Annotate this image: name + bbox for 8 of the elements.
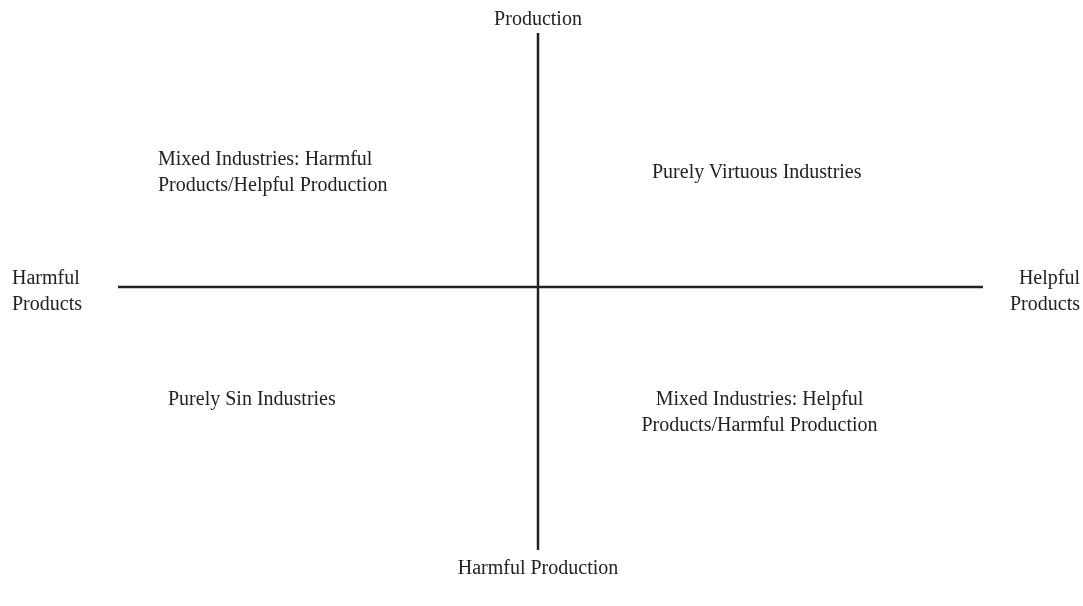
axis-label: Harmful Products <box>12 265 83 316</box>
quadrant-label: Purely Virtuous Industries <box>652 159 863 184</box>
axis-label: Production <box>493 6 583 31</box>
axis-label: Harmful Production <box>456 555 620 580</box>
axis-label: Helpful Products <box>1009 265 1080 316</box>
quadrant-label: Mixed Industries: Harmful Products/Helpful Production <box>158 146 389 197</box>
quadrant-label: Mixed Industries: Helpful Products/Harmful Production <box>640 386 879 437</box>
quadrant-label: Purely Sin Industries <box>168 386 337 411</box>
